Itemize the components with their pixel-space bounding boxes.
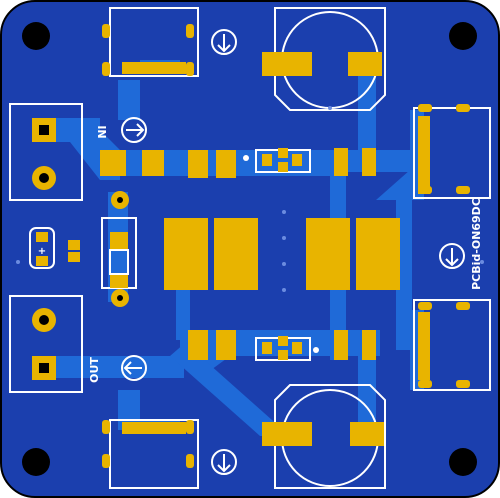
mounting-hole-top-left — [22, 22, 50, 50]
connector-right-bottom-outline — [413, 299, 491, 391]
mounting-hole-top-right — [449, 22, 477, 50]
arrow-down-icon-top — [211, 29, 237, 55]
via-dots — [16, 106, 484, 353]
arrow-down-icon-right — [439, 243, 465, 269]
capacitor-top-outline — [274, 7, 386, 111]
part-id-label: PCBid-ON69DC — [470, 198, 483, 290]
connector-right-top-outline — [413, 107, 491, 199]
connector-pads — [102, 24, 470, 468]
mounting-hole-bottom-right — [449, 448, 477, 476]
smd-pads — [36, 52, 400, 446]
diode-body — [109, 249, 129, 275]
arrow-down-icon-bottom — [211, 449, 237, 475]
arrow-symbols — [121, 29, 465, 475]
vias — [111, 191, 129, 307]
input-terminal-outline — [9, 103, 83, 201]
output-terminal-outline — [9, 295, 83, 393]
capacitor-bottom-outline — [274, 384, 386, 489]
fuse-outline — [29, 227, 55, 269]
label-in: IN — [95, 125, 108, 138]
arrow-right-icon-in — [121, 117, 147, 143]
fuse-label: + — [38, 246, 46, 257]
label-out: OUT — [88, 357, 101, 383]
connector-bottom-outline — [109, 419, 199, 489]
connector-top-outline — [109, 7, 199, 77]
terminal-pads — [32, 118, 56, 380]
mounting-hole-bottom-left — [22, 448, 50, 476]
arrow-left-icon-out — [121, 355, 147, 381]
silkscreen-outlines — [9, 7, 491, 489]
